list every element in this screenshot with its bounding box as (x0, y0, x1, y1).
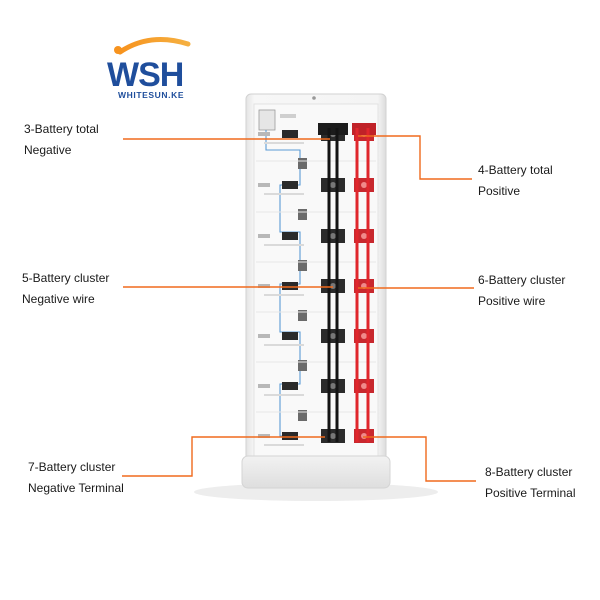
negative-terminal-bolt (330, 182, 336, 188)
label-battery-cluster-positive-terminal: 8-Battery cluster Positive Terminal (485, 465, 576, 500)
module-breaker (282, 232, 298, 240)
module-slot (298, 360, 307, 371)
module-text-strip (264, 244, 304, 246)
positive-terminal-bolt (361, 383, 367, 389)
module-slot (298, 260, 307, 271)
module-label (258, 284, 270, 288)
negative-terminal-bolt (330, 233, 336, 239)
module-breaker (282, 382, 298, 390)
label-battery-total-negative: 3-Battery total Negative (24, 122, 99, 157)
module-breaker (282, 332, 298, 340)
module-text-strip (264, 142, 304, 144)
module-label (258, 234, 270, 238)
module-text-strip (264, 294, 304, 296)
module-slot (298, 158, 307, 169)
module-text-strip (264, 344, 304, 346)
leader-line-4 (358, 135, 472, 180)
module-slot (298, 410, 307, 421)
leader-line-7 (122, 436, 325, 477)
label-battery-cluster-negative-wire: 5-Battery cluster Negative wire (22, 271, 110, 306)
leader-lines (122, 135, 476, 482)
positive-terminal-bolt (361, 233, 367, 239)
logo-sun (114, 46, 122, 54)
label-battery-total-positive: 4-Battery total Positive (478, 163, 553, 198)
module-text-strip (264, 444, 304, 446)
bms-label-plate (280, 114, 296, 118)
battery-cabinet (194, 93, 438, 501)
module-breaker (282, 181, 298, 189)
bms-module (258, 109, 276, 131)
logo-mark: WSH (107, 56, 183, 94)
cabinet-top-screw (312, 96, 316, 100)
module-breaker (282, 130, 298, 138)
whitesun-logo: WSH WHITESUN.KE (107, 37, 191, 100)
module-label (258, 334, 270, 338)
negative-terminal-bolt (330, 333, 336, 339)
negative-terminal-bolt (330, 283, 336, 289)
negative-terminal-bolt (330, 433, 336, 439)
cabinet-base (241, 455, 391, 489)
leader-line-8 (363, 436, 476, 482)
module-breaker (282, 282, 298, 290)
positive-terminal-bolt (361, 182, 367, 188)
positive-terminal-bolt (361, 433, 367, 439)
module-breaker (282, 432, 298, 440)
module-text-strip (264, 193, 304, 195)
battery-cables (318, 123, 376, 442)
logo-tagline: WHITESUN.KE (118, 90, 184, 100)
module-label (258, 183, 270, 187)
logo-sun-arc (117, 37, 191, 55)
label-battery-cluster-negative-terminal: 7-Battery cluster Negative Terminal (28, 460, 124, 495)
total-negative-busbar (318, 123, 348, 135)
label-battery-cluster-positive-wire: 6-Battery cluster Positive wire (478, 273, 566, 308)
module-slot (298, 310, 307, 321)
module-label (258, 384, 270, 388)
module-slot (298, 209, 307, 220)
module-label (258, 434, 270, 438)
module-text-strip (264, 394, 304, 396)
positive-terminal-bolt (361, 333, 367, 339)
module-label (258, 132, 270, 136)
negative-terminal-bolt (330, 383, 336, 389)
